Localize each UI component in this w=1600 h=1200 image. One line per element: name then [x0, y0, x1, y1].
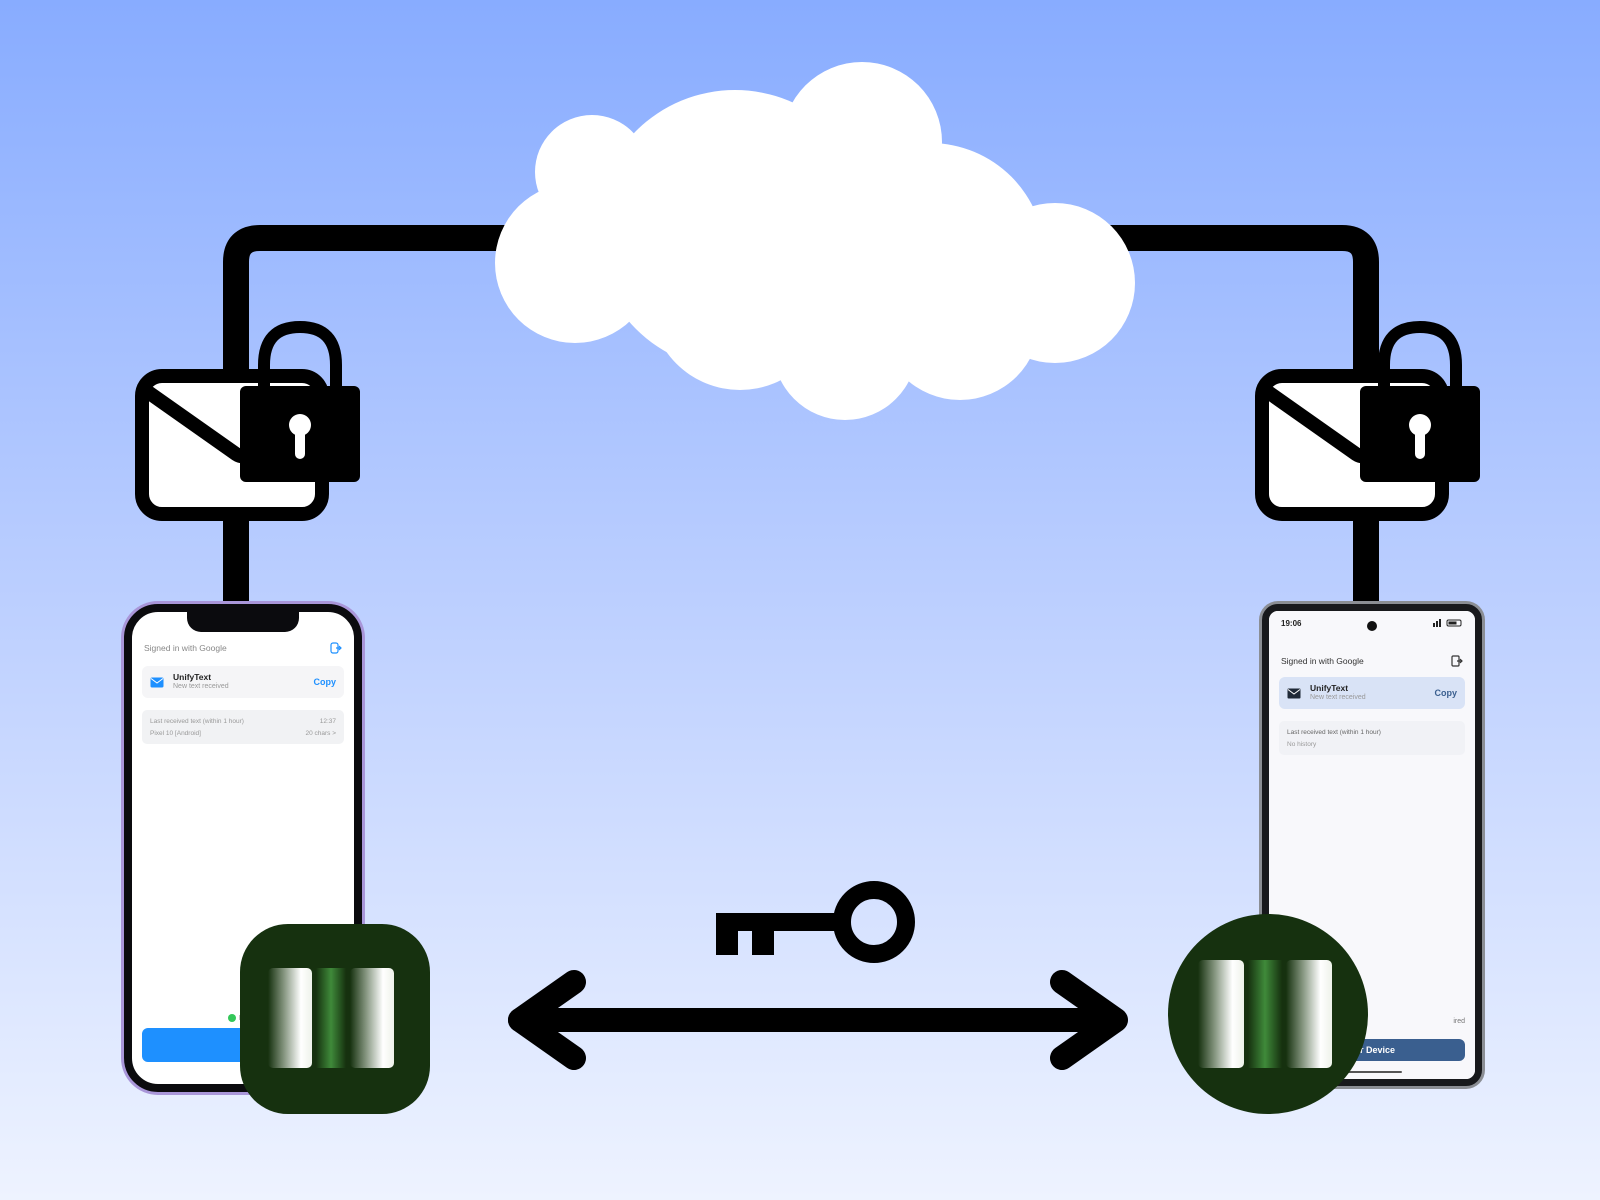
history-time: 12:37: [319, 718, 336, 725]
app-icon-stripe: [316, 968, 346, 1068]
app-icon: [240, 924, 430, 1114]
connector-right: [1100, 225, 1379, 604]
history-empty: No history: [1287, 741, 1317, 748]
signal-battery-icon: [1433, 619, 1462, 627]
history-meta: 20 chars >: [305, 730, 336, 737]
notification-card[interactable]: UnifyText New text received Copy: [142, 666, 344, 698]
status-time: 19:06: [1281, 619, 1302, 628]
notification-title: UnifyText: [173, 672, 212, 682]
key-icon: [716, 881, 915, 963]
copy-button[interactable]: Copy: [313, 677, 337, 687]
app-icon-bar-right: [1286, 960, 1332, 1068]
check-icon: [228, 1014, 236, 1022]
app-icon-bar-left: [268, 968, 312, 1068]
app-icon-bar-right: [350, 968, 394, 1068]
logout-icon[interactable]: [1451, 655, 1463, 667]
logout-icon[interactable]: [330, 642, 342, 654]
copy-button[interactable]: Copy: [1434, 688, 1458, 698]
mail-icon: [1287, 688, 1301, 698]
notification-subtitle: New text received: [1310, 694, 1366, 701]
status-icons: [1433, 619, 1463, 629]
history-card[interactable]: Last received text (within 1 hour) 12:37…: [142, 710, 344, 744]
history-device: Pixel 10 [Android]: [150, 730, 201, 737]
history-card[interactable]: Last received text (within 1 hour) No hi…: [1279, 721, 1465, 755]
envelope-lock-icon: [135, 320, 360, 521]
notification-card[interactable]: UnifyText New text received Copy: [1279, 677, 1465, 709]
app-icon: [1168, 914, 1368, 1114]
mail-icon: [150, 677, 164, 687]
notification-subtitle: New text received: [173, 683, 229, 690]
connector-left: [223, 225, 510, 604]
cloud-icon: [495, 62, 1135, 420]
envelope-lock-icon: [1255, 320, 1480, 521]
camera-punch-hole: [1367, 621, 1377, 631]
history-label: Last received text (within 1 hour): [150, 718, 244, 725]
double-arrow-icon: [508, 970, 1128, 1070]
app-icon-stripe: [1248, 960, 1282, 1068]
home-indicator: [1342, 1071, 1402, 1073]
notification-title: UnifyText: [1310, 683, 1349, 693]
signin-text: Signed in with Google: [144, 643, 227, 653]
status-bar: 19:06: [1281, 619, 1463, 629]
history-label: Last received text (within 1 hour): [1287, 729, 1381, 736]
phone-screen: 19:06 Signed in with Google: [1269, 611, 1475, 1079]
status-text: ired: [1453, 1018, 1465, 1025]
signin-row: Signed in with Google: [144, 642, 342, 654]
phone-notch: [187, 612, 299, 632]
app-icon-bar-left: [1198, 960, 1244, 1068]
signin-row: Signed in with Google: [1281, 655, 1463, 667]
signin-text: Signed in with Google: [1281, 656, 1364, 666]
